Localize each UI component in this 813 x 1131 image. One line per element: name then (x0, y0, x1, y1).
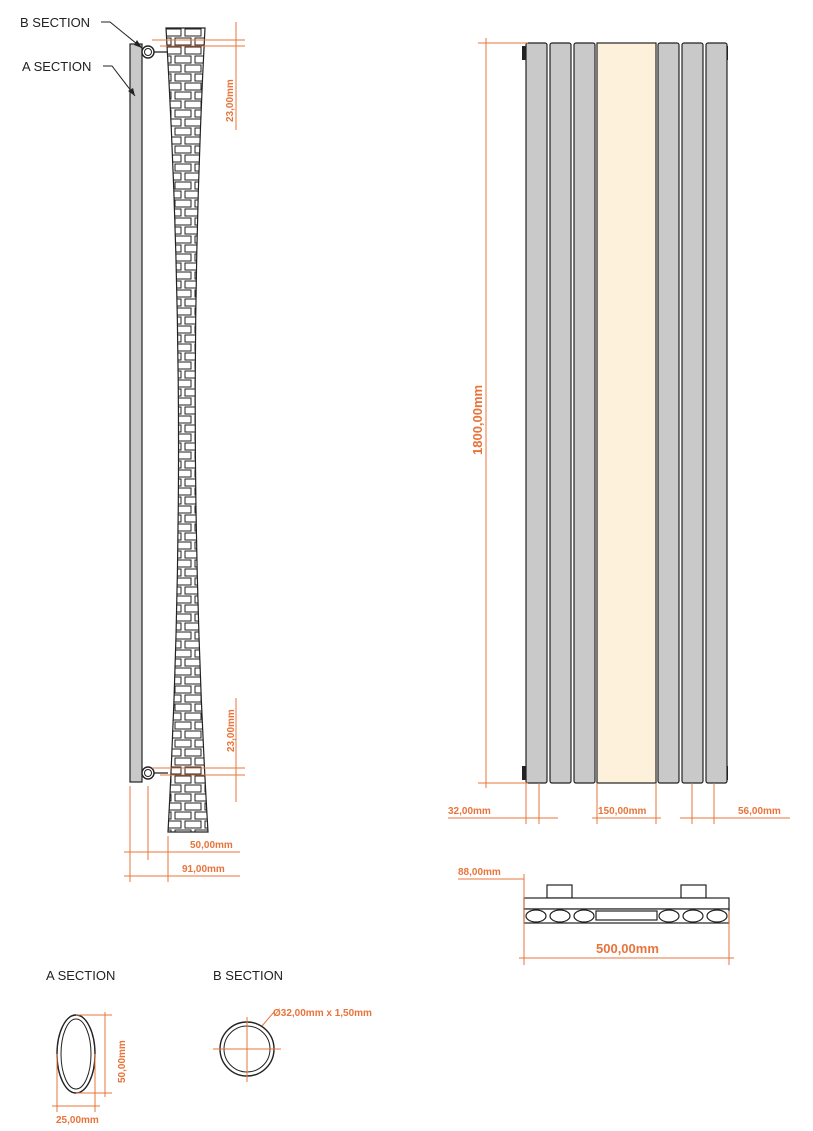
top-gap-dimension (152, 22, 245, 130)
front-width-dimensions (448, 783, 790, 824)
side-view: B SECTION A SECTION 23,00mm 23,00mm 50, (20, 15, 245, 882)
b-section-leader (101, 21, 143, 49)
oval-tube-outer (56, 1014, 96, 1094)
panel-column-4 (657, 42, 680, 784)
oval-dimensions (52, 1012, 112, 1112)
brick-wall (165, 27, 209, 833)
bottom-bracket (141, 766, 168, 780)
side-width-dimensions (124, 786, 240, 882)
height-label: 1800,00mm (470, 385, 485, 455)
height-dimension (478, 38, 528, 788)
panel-column-2 (549, 42, 572, 784)
panel-column-5 (681, 42, 704, 784)
top-pipe-left (546, 884, 573, 899)
pipe-centerlines (213, 1011, 281, 1082)
pipe-offset-label: 88,00mm (458, 867, 501, 878)
top-pipe-right (680, 884, 707, 899)
b-section-pointer-label: B SECTION (20, 15, 90, 30)
oval-width-label: 25,00mm (56, 1115, 99, 1126)
panel-column-6 (705, 42, 728, 784)
radiator-side-panel (129, 43, 143, 783)
a-section-leader (103, 65, 136, 97)
top-gap-label: 23,00mm (225, 79, 236, 122)
bottom-gap-dimension (152, 698, 245, 802)
side-50-label: 50,00mm (190, 840, 233, 851)
top-back-plate (523, 897, 730, 910)
top-view-tubes (525, 909, 728, 923)
top-view-dimensions (458, 874, 734, 965)
bottom-gap-label: 23,00mm (226, 709, 237, 752)
front-view: 1800,00mm 32,00mm 150,00mm 56,00mm (448, 38, 790, 824)
a-section-title: A SECTION (46, 968, 115, 983)
side-91-label: 91,00mm (182, 864, 225, 875)
top-view: 88,00mm 500,00mm (458, 867, 734, 965)
panel-column-1 (525, 42, 548, 784)
a-section: A SECTION 50,00mm 25,00mm (46, 968, 128, 1126)
top-bracket (141, 45, 168, 59)
oval-tube-inner (60, 1018, 92, 1090)
pipe-diameter-label: Ø32,00mm x 1,50mm (273, 1008, 372, 1019)
mirror-panel (596, 42, 657, 784)
a-section-pointer-label: A SECTION (22, 59, 91, 74)
b-section-title: B SECTION (213, 968, 283, 983)
total-width-label: 500,00mm (596, 941, 659, 956)
oval-height-label: 50,00mm (117, 1040, 128, 1083)
panel-column-3 (573, 42, 596, 784)
left-edge-label: 32,00mm (448, 806, 491, 817)
b-section: B SECTION Ø32,00mm x 1,50mm (213, 968, 372, 1082)
right-gap-label: 56,00mm (738, 806, 781, 817)
mirror-width-label: 150,00mm (598, 806, 646, 817)
